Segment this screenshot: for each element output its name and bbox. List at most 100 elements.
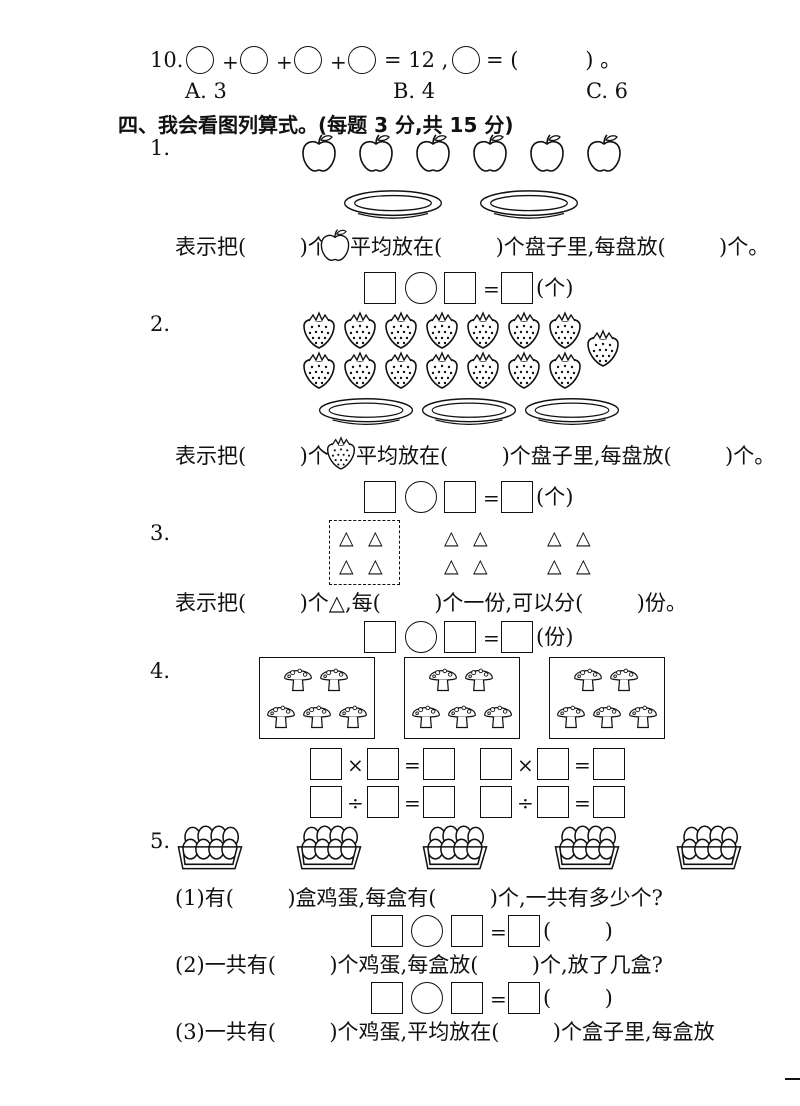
egg-carton-icon: [176, 823, 244, 873]
option-c[interactable]: C. 6: [586, 79, 629, 103]
plus-sign: +: [222, 50, 239, 74]
answer-box[interactable]: [423, 748, 455, 780]
mushroom-icon: [301, 699, 333, 731]
option-a[interactable]: A. 3: [185, 79, 227, 103]
answer-box[interactable]: [310, 748, 342, 780]
answer-box[interactable]: [364, 272, 396, 304]
plate-icon: [421, 397, 517, 427]
mushroom-group-box: [549, 657, 665, 739]
answer-blank[interactable]: = ( ) 。: [486, 48, 622, 72]
equals-sign: =: [483, 626, 500, 650]
answer-box[interactable]: [444, 481, 476, 513]
answer-box[interactable]: [367, 786, 399, 818]
mushroom-icon: [265, 699, 297, 731]
operator-circle[interactable]: [405, 272, 437, 304]
strawberry-icon: [424, 350, 460, 390]
equals-sign: =: [574, 791, 591, 815]
equals-sign: =: [404, 791, 421, 815]
triangle-shape: △: [473, 555, 488, 577]
answer-box[interactable]: [444, 621, 476, 653]
answer-box[interactable]: [593, 748, 625, 780]
answer-box[interactable]: [508, 982, 540, 1014]
unit-label: (份): [536, 625, 574, 649]
mushroom-icon: [282, 662, 314, 694]
operator-circle[interactable]: [411, 982, 443, 1014]
blank-circle[interactable]: [240, 46, 268, 74]
blank-circle[interactable]: [294, 46, 322, 74]
unit-blank[interactable]: ( ): [543, 919, 613, 943]
egg-carton-icon: [295, 823, 363, 873]
answer-box[interactable]: [593, 786, 625, 818]
triangle-shape: △: [576, 555, 591, 577]
strawberry-icon: [506, 350, 542, 390]
equals-sign: =: [574, 753, 591, 777]
equals-sign: =: [490, 920, 507, 944]
equals-sign: =: [483, 277, 500, 301]
problem-2-sentence-end: 平均放在( )个盘子里,每盘放( )个。: [356, 444, 776, 468]
triangle-shape: △: [368, 555, 383, 577]
equals-sign: =: [490, 987, 507, 1011]
operator-circle[interactable]: [411, 915, 443, 947]
times-sign: ×: [517, 753, 534, 777]
answer-box[interactable]: [537, 748, 569, 780]
operator-circle[interactable]: [405, 621, 437, 653]
option-b[interactable]: B. 4: [393, 79, 436, 103]
problem-5-question-2: (2)一共有( )个鸡蛋,每盒放( )个,放了几盒?: [175, 953, 663, 977]
problem-5-question-3: (3)一共有( )个鸡蛋,平均放在( )个盒子里,每盒放: [175, 1020, 715, 1044]
answer-box[interactable]: [480, 748, 512, 780]
answer-box[interactable]: [451, 915, 483, 947]
answer-box[interactable]: [444, 272, 476, 304]
egg-carton-icon: [553, 823, 621, 873]
answer-box[interactable]: [423, 786, 455, 818]
strawberry-icon: [325, 434, 357, 472]
answer-box[interactable]: [508, 915, 540, 947]
strawberry-icon: [301, 310, 337, 350]
strawberry-icon: [506, 310, 542, 350]
problem-1-number: 1.: [150, 136, 171, 160]
mushroom-group-box: [259, 657, 375, 739]
question-10-number: 10.: [150, 48, 184, 72]
operator-circle[interactable]: [405, 481, 437, 513]
problem-2-sentence-start: 表示把( )个: [175, 444, 329, 468]
mushroom-icon: [446, 699, 478, 731]
section-title: 四、我会看图列算式。(每题 3 分,共 15 分): [118, 113, 514, 137]
answer-box[interactable]: [364, 621, 396, 653]
answer-box[interactable]: [501, 481, 533, 513]
answer-box[interactable]: [371, 982, 403, 1014]
problem-4-number: 4.: [150, 659, 171, 683]
mushroom-icon: [337, 699, 369, 731]
mushroom-icon: [482, 699, 514, 731]
answer-box[interactable]: [480, 786, 512, 818]
mushroom-icon: [591, 699, 623, 731]
answer-box[interactable]: [451, 982, 483, 1014]
egg-carton-icon: [675, 823, 743, 873]
apple-icon: [299, 133, 339, 173]
blank-circle[interactable]: [452, 46, 480, 74]
egg-carton-icon: [421, 823, 489, 873]
plate-icon: [343, 189, 443, 221]
triangle-shape: △: [339, 555, 354, 577]
strawberry-icon: [547, 310, 583, 350]
plate-icon: [318, 397, 414, 427]
problem-2-number: 2.: [150, 312, 171, 336]
blank-circle[interactable]: [186, 46, 214, 74]
plus-sign: +: [330, 50, 347, 74]
strawberry-icon: [465, 310, 501, 350]
answer-box[interactable]: [501, 621, 533, 653]
answer-box[interactable]: [537, 786, 569, 818]
strawberry-icon: [301, 350, 337, 390]
plate-icon: [524, 397, 620, 427]
answer-box[interactable]: [364, 481, 396, 513]
triangle-shape: △: [473, 527, 488, 549]
problem-1-sentence-end: 平均放在( )个盘子里,每盘放( )个。: [350, 235, 770, 259]
unit-blank[interactable]: ( ): [543, 986, 613, 1010]
answer-box[interactable]: [371, 915, 403, 947]
blank-circle[interactable]: [348, 46, 376, 74]
mushroom-icon: [427, 662, 459, 694]
mushroom-icon: [572, 662, 604, 694]
answer-box[interactable]: [501, 272, 533, 304]
apple-icon: [527, 133, 567, 173]
unit-label: (个): [536, 485, 574, 509]
answer-box[interactable]: [367, 748, 399, 780]
answer-box[interactable]: [310, 786, 342, 818]
